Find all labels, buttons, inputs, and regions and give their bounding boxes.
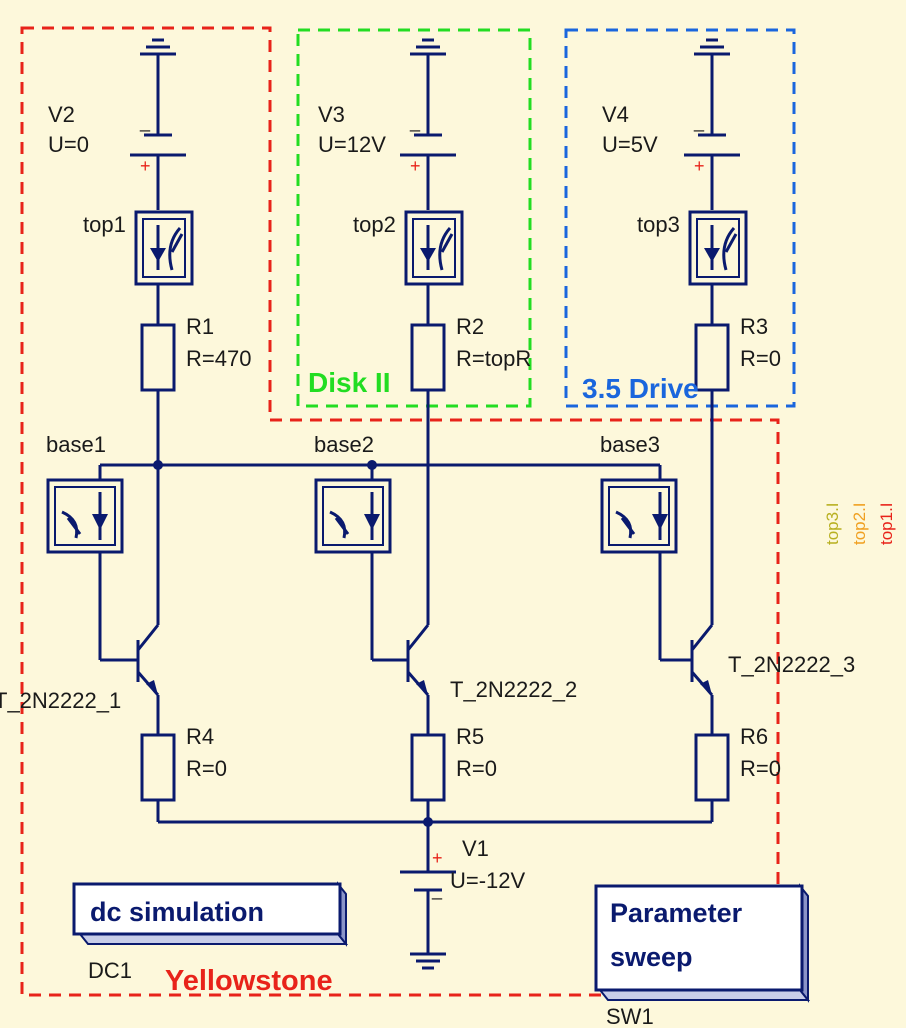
- probe-base3[interactable]: base3: [600, 432, 678, 554]
- drive35-region: [564, 28, 796, 408]
- top3-label: top3: [637, 212, 680, 237]
- ground-symbol-1: [138, 38, 178, 74]
- transistor-t1[interactable]: T_2N2222_1: [0, 624, 160, 713]
- disk2-label: Disk II: [308, 367, 390, 398]
- base2-label: base2: [314, 432, 374, 457]
- resistor-r2[interactable]: R2 R=topR: [410, 314, 531, 392]
- source-v1[interactable]: + _ V1 U=-12V: [400, 836, 526, 901]
- plot-label-top3: top3.I: [823, 502, 842, 545]
- v3-name: V3: [318, 102, 345, 127]
- yellowstone-region: [20, 26, 780, 997]
- t1-label: T_2N2222_1: [0, 688, 121, 713]
- v4-name: V4: [602, 102, 629, 127]
- top1-label: top1: [83, 212, 126, 237]
- probe-base2[interactable]: base2: [314, 432, 392, 554]
- r4-value: R=0: [186, 756, 227, 781]
- plus-sign: +: [694, 156, 705, 176]
- probe-top1[interactable]: top1: [83, 210, 194, 286]
- resistor-r4[interactable]: R4 R=0: [140, 724, 227, 802]
- yellowstone-label: Yellowstone: [165, 965, 333, 997]
- t2-label: T_2N2222_2: [450, 677, 577, 702]
- r5-name: R5: [456, 724, 484, 749]
- sw1-id: SW1: [606, 1004, 654, 1028]
- sweep-label-line2: sweep: [610, 942, 693, 972]
- r3-name: R3: [740, 314, 768, 339]
- probe-top3[interactable]: top3: [637, 210, 748, 286]
- resistor-r1[interactable]: R1 R=470: [140, 314, 251, 392]
- base1-label: base1: [46, 432, 106, 457]
- plus-sign: +: [410, 156, 421, 176]
- ground-symbol-4: [408, 936, 448, 970]
- minus-sign: _: [139, 112, 151, 133]
- probe-top2[interactable]: top2: [353, 210, 464, 286]
- r1-name: R1: [186, 314, 214, 339]
- resistor-r6[interactable]: R6 R=0: [694, 724, 781, 802]
- probe-base1[interactable]: base1: [46, 432, 124, 554]
- r6-name: R6: [740, 724, 768, 749]
- transistor-t2[interactable]: T_2N2222_2: [406, 624, 577, 702]
- sweep-label-line1: Parameter: [610, 898, 743, 928]
- plot-label-top1: top1.I: [877, 502, 896, 545]
- r4-name: R4: [186, 724, 214, 749]
- v4-value: U=5V: [602, 132, 658, 157]
- top2-label: top2: [353, 212, 396, 237]
- transistor-t3[interactable]: T_2N2222_3: [690, 624, 855, 696]
- minus-sign: _: [409, 112, 421, 133]
- v3-value: U=12V: [318, 132, 386, 157]
- minus-sign: _: [431, 880, 443, 901]
- plot-label-top2: top2.I: [850, 502, 869, 545]
- dc1-id: DC1: [88, 958, 132, 983]
- ground-symbol-2: [408, 38, 448, 74]
- r3-value: R=0: [740, 346, 781, 371]
- v1-name: V1: [462, 836, 489, 861]
- drive35-label: 3.5 Drive: [582, 373, 699, 404]
- r6-value: R=0: [740, 756, 781, 781]
- plus-sign: +: [432, 848, 443, 868]
- dc-simulation-box[interactable]: dc simulation DC1: [72, 881, 349, 983]
- ground-symbol-3: [692, 38, 732, 74]
- v1-value: U=-12V: [450, 868, 526, 893]
- source-v2[interactable]: _ + V2 U=0: [48, 102, 186, 176]
- plus-sign: +: [140, 156, 151, 176]
- r5-value: R=0: [456, 756, 497, 781]
- disk2-region: [296, 28, 532, 408]
- r1-value: R=470: [186, 346, 251, 371]
- resistor-r5[interactable]: R5 R=0: [410, 724, 497, 802]
- resistor-r3[interactable]: R3 R=0: [694, 314, 781, 392]
- v2-value: U=0: [48, 132, 89, 157]
- base3-label: base3: [600, 432, 660, 457]
- source-v3[interactable]: _ + V3 U=12V: [318, 102, 456, 176]
- dc-simulation-label: dc simulation: [90, 897, 264, 927]
- r2-value: R=topR: [456, 346, 531, 371]
- wires: [98, 72, 714, 938]
- r2-name: R2: [456, 314, 484, 339]
- parameter-sweep-box[interactable]: Parameter sweep SW1: [594, 883, 811, 1028]
- minus-sign: _: [693, 112, 705, 133]
- source-v4[interactable]: _ + V4 U=5V: [602, 102, 740, 176]
- v2-name: V2: [48, 102, 75, 127]
- t3-label: T_2N2222_3: [728, 652, 855, 677]
